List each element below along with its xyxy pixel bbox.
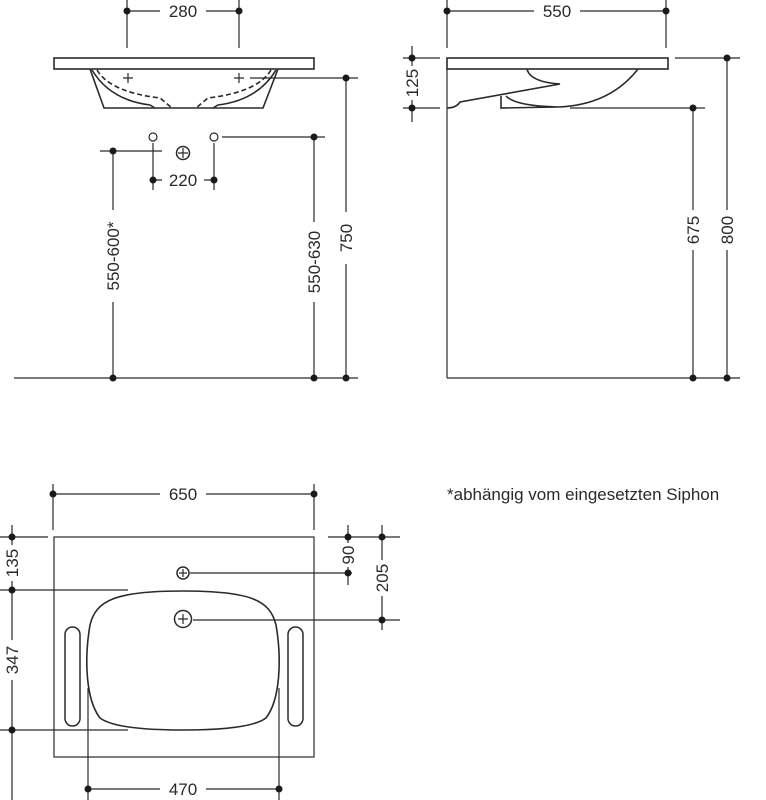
dim-125: 125: [403, 69, 422, 97]
front-view: 280 750 550-630 550-600* 220: [14, 0, 358, 382]
dim-750: 750: [337, 224, 356, 252]
dim-220: 220: [169, 171, 197, 190]
top-view: 650 135 347 90 205 470: [0, 484, 400, 800]
dim-205: 205: [373, 564, 392, 592]
basin-bowl-front: [89, 68, 279, 109]
dim-135: 135: [3, 549, 22, 577]
drain-icon: [175, 145, 191, 161]
basin-outline-top: [53, 536, 315, 758]
basin-slab-front: [53, 57, 315, 70]
grip-slot-left: [64, 626, 81, 727]
dim-280: 280: [169, 2, 197, 21]
drain-icon: [173, 609, 193, 629]
tap-hole-icon: [176, 566, 190, 580]
footnote: *abhängig vom eingesetzten Siphon: [447, 485, 719, 504]
dim-550: 550: [543, 2, 571, 21]
dim-470: 470: [169, 780, 197, 799]
basin-slab-side: [446, 57, 669, 70]
dim-90: 90: [339, 546, 358, 565]
dim-650: 650: [169, 485, 197, 504]
dim-550-630: 550-630: [305, 231, 324, 293]
grip-slot-right: [287, 626, 304, 727]
dim-347: 347: [3, 646, 22, 674]
dim-675: 675: [684, 216, 703, 244]
dim-800: 800: [718, 216, 737, 244]
side-view: 550 125 675 800: [402, 0, 740, 382]
basin-bowl-top: [86, 590, 280, 731]
dim-550-600: 550-600*: [104, 221, 123, 290]
